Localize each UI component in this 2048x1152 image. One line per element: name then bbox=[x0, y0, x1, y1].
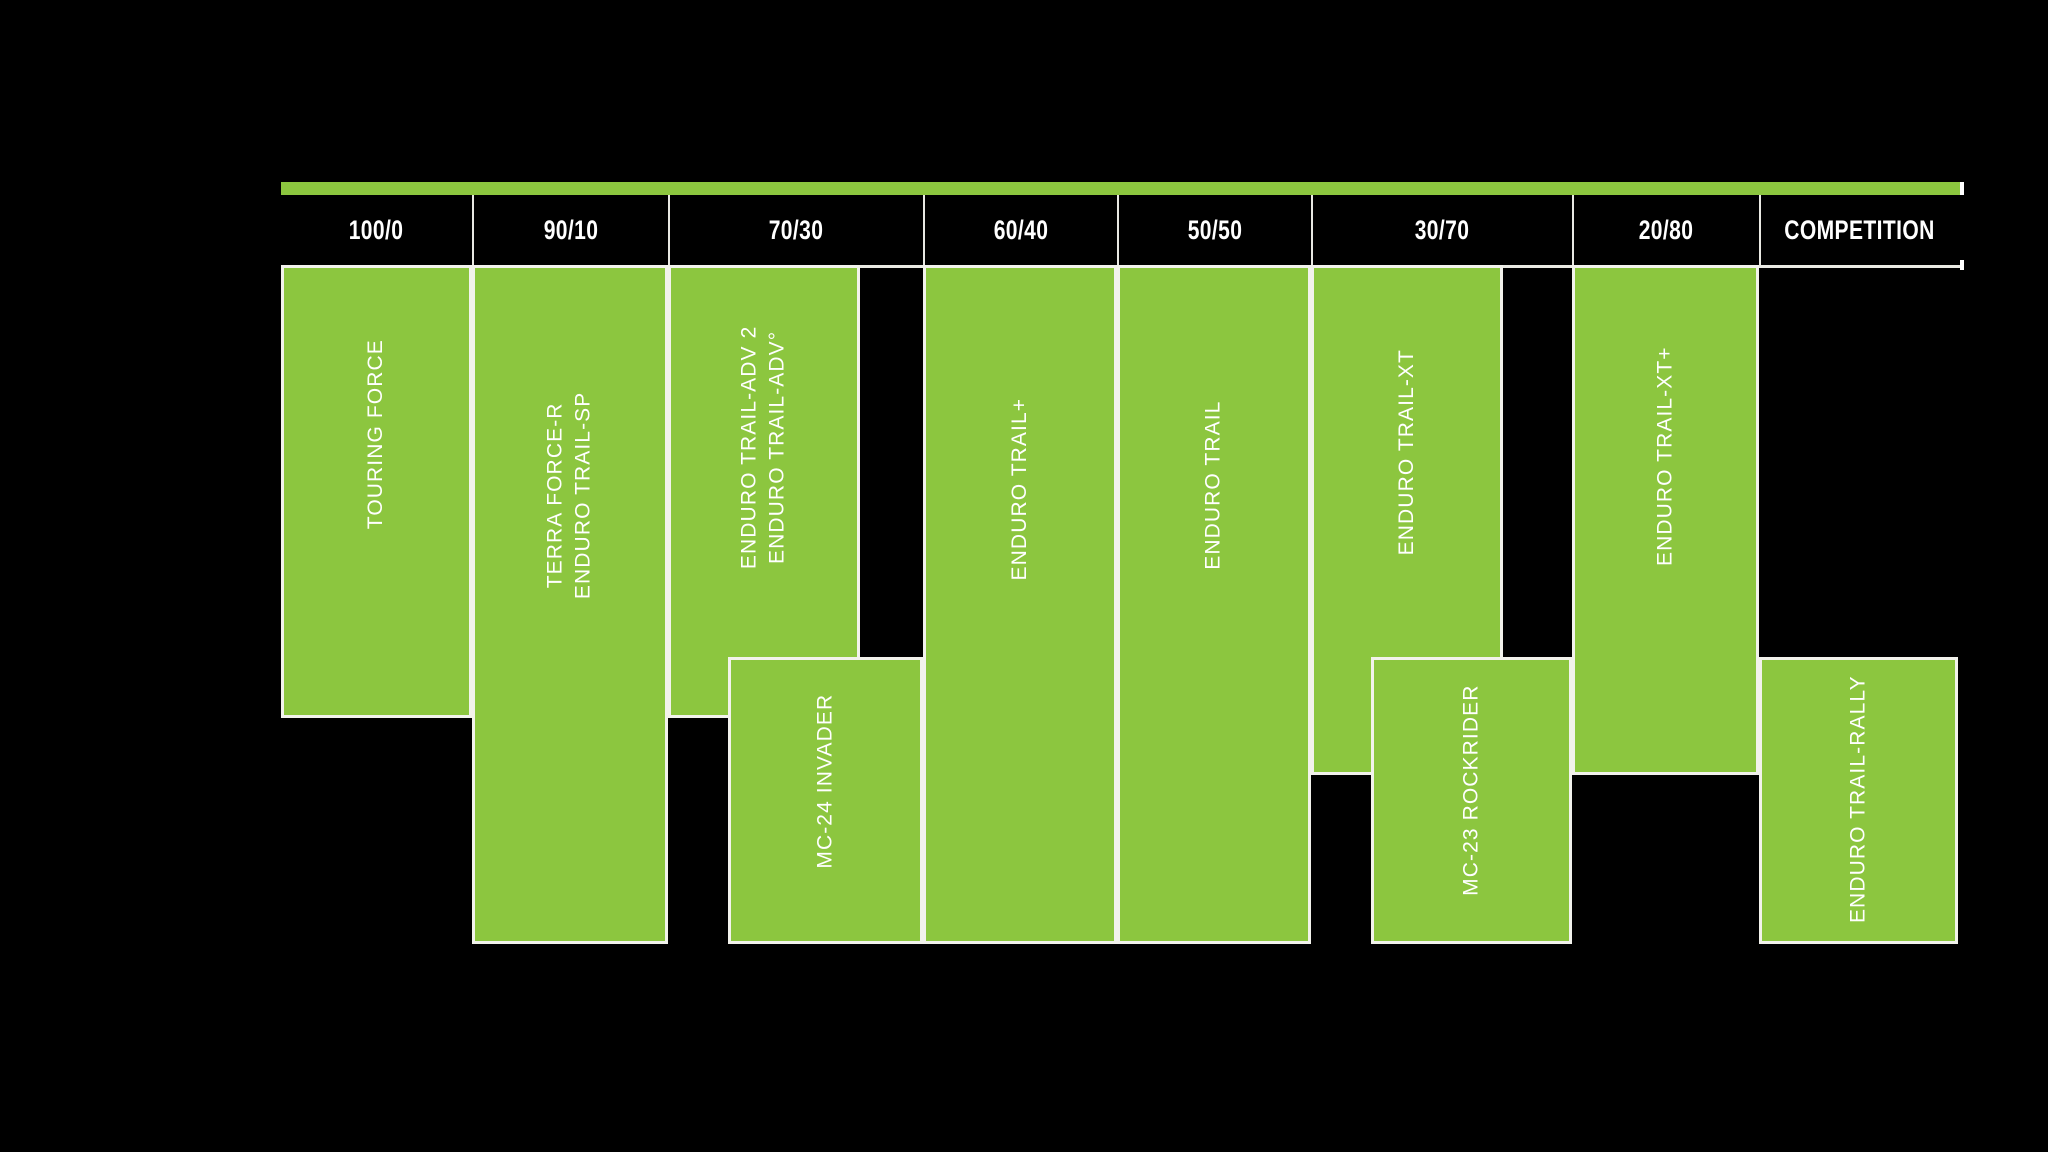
bar-label-line: ENDURO TRAIL+ bbox=[1007, 397, 1031, 581]
bar-label-line: ENDURO TRAIL-ADV° bbox=[766, 330, 789, 565]
header-cell-label: 70/30 bbox=[769, 214, 824, 245]
bar-label-line: ENDURO TRAIL-XT bbox=[1394, 349, 1418, 556]
header-cell-60-40[interactable]: 60/40 bbox=[923, 195, 1117, 265]
bar-mc-24-invader[interactable]: MC-24 INVADER bbox=[728, 657, 923, 944]
bar-label-line: MC-23 ROCKRIDER bbox=[1459, 684, 1483, 896]
bar-label: MC-23 ROCKRIDER bbox=[1457, 684, 1485, 895]
header-cell-label: 90/10 bbox=[543, 214, 599, 245]
bar-label-line: TOURING FORCE bbox=[364, 339, 388, 530]
bar-label: ENDURO TRAIL bbox=[1200, 401, 1228, 570]
bar-label-line: ENDURO TRAIL-XT+ bbox=[1653, 346, 1677, 566]
bar-label-line: ENDURO TRAIL bbox=[1201, 400, 1225, 571]
ratio-header-row: 100/0 90/10 70/30 60/40 50/50 30/70 20/80 COMPE… bbox=[281, 195, 1960, 265]
bar-mc-23-rockrider[interactable]: MC-23 ROCKRIDER bbox=[1371, 657, 1572, 944]
header-cell-label: 30/70 bbox=[1415, 214, 1470, 245]
bar-label-line: ENDURO TRAIL-SP bbox=[572, 391, 596, 599]
bar-enduro-trail-[interactable]: ENDURO TRAIL+ bbox=[923, 265, 1117, 944]
header-cell-label: 60/40 bbox=[993, 214, 1049, 245]
header-cell-50-50[interactable]: 50/50 bbox=[1117, 195, 1311, 265]
header-cell-label: 20/80 bbox=[1639, 214, 1694, 245]
top-green-rule bbox=[281, 182, 1964, 195]
bar-label: ENDURO TRAIL+ bbox=[1006, 398, 1034, 581]
bar-touring-force[interactable]: TOURING FORCE bbox=[281, 265, 472, 718]
bar-label: TOURING FORCE bbox=[362, 339, 390, 529]
header-cell-30-70[interactable]: 30/70 bbox=[1311, 195, 1572, 265]
header-cell-label: COMPETITION bbox=[1784, 214, 1935, 245]
header-cell-label: 50/50 bbox=[1187, 214, 1243, 245]
bar-enduro-trail-xt-[interactable]: ENDURO TRAIL-XT+ bbox=[1572, 265, 1759, 775]
top-rule-end-tick bbox=[1960, 182, 1964, 195]
bar-label-line: ENDURO TRAIL-RALLY bbox=[1846, 675, 1870, 924]
bar-label: ENDURO TRAIL-RALLY bbox=[1844, 675, 1872, 923]
bar-label: MC-24 INVADER bbox=[811, 694, 839, 869]
header-cell-90-10[interactable]: 90/10 bbox=[472, 195, 668, 265]
header-cell-20-80[interactable]: 20/80 bbox=[1572, 195, 1759, 265]
header-underline-end-tick bbox=[1960, 260, 1964, 270]
bar-label-line: ENDURO TRAIL-ADV 2 bbox=[737, 325, 761, 570]
bar-label-line: TERRA FORCE-R bbox=[543, 402, 567, 588]
bar-enduro-trail-rally[interactable]: ENDURO TRAIL-RALLY bbox=[1759, 657, 1958, 944]
bar-enduro-trail[interactable]: ENDURO TRAIL bbox=[1117, 265, 1311, 944]
bar-label: ENDURO TRAIL-XT bbox=[1393, 349, 1421, 555]
header-cell-70-30[interactable]: 70/30 bbox=[668, 195, 923, 265]
bar-label-line: MC-24 INVADER bbox=[813, 693, 837, 869]
header-cell-competition[interactable]: COMPETITION bbox=[1759, 195, 1958, 265]
header-cell-label: 100/0 bbox=[349, 214, 404, 245]
bar-label: ENDURO TRAIL-XT+ bbox=[1651, 346, 1679, 566]
header-cell-100-0[interactable]: 100/0 bbox=[281, 195, 472, 265]
